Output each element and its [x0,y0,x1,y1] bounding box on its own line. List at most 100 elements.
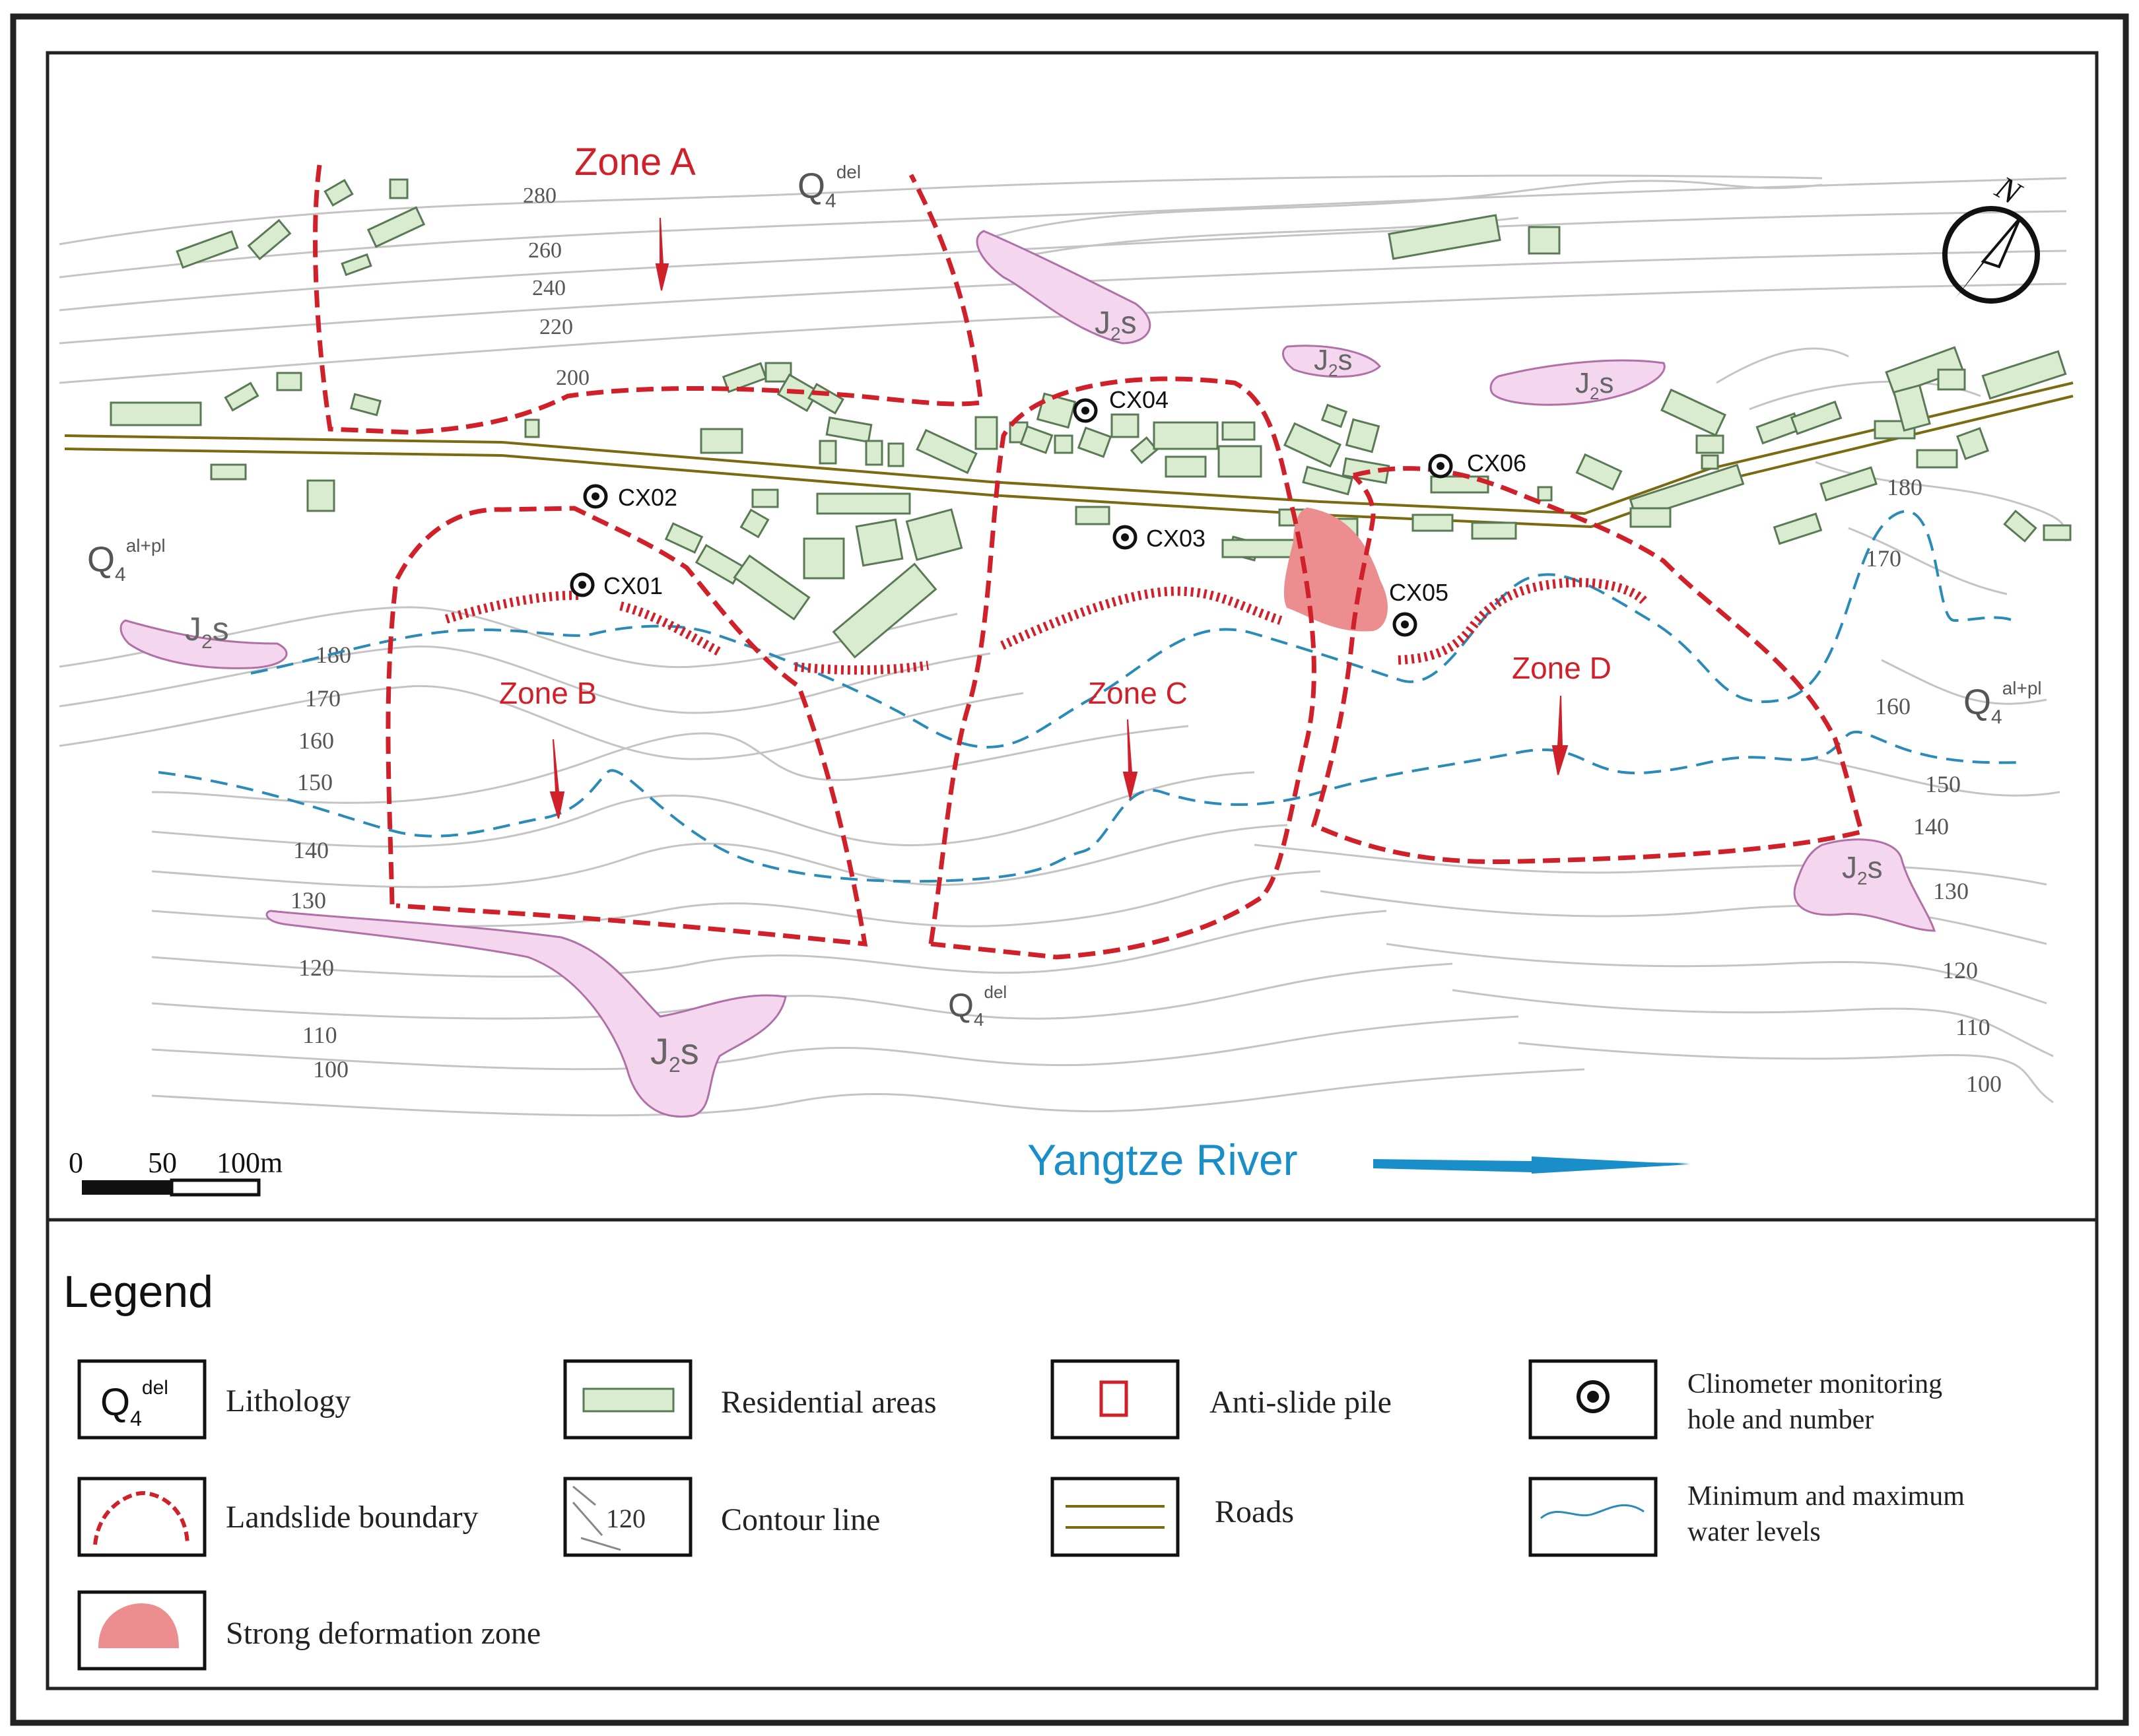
building [1701,454,1719,470]
zone-d-boundary [1310,466,1865,865]
zone-c-label: Zone C [1088,676,1188,710]
anti-slide-pile-row [444,590,582,624]
j2s-labels: J2s J2s J2s J2s J2s J2s [185,306,1883,1077]
building [1130,436,1159,464]
legend-boundary-sample [93,1490,189,1545]
legend-title: Legend [63,1267,213,1317]
compass-label: N [1989,168,2029,213]
building [807,383,844,415]
building [1537,486,1553,502]
clinometer-hole-cx02: CX02 [583,484,677,511]
building [2003,510,2037,543]
legend-clinometer-label-1: Clinometer monitoring [1687,1369,1942,1399]
building [1054,434,1073,454]
river-label: Yangtze River [1027,1135,1298,1184]
contour-label: 130 [290,887,326,914]
legend-roads-label: Roads [1215,1494,1294,1529]
building [764,362,792,383]
contour-labels-left: 180 170 160 150 140 130 120 110 100 [290,642,351,1083]
zone-a-arrow [655,217,669,291]
clinometer-hole-cx01: CX01 [570,572,663,599]
building [1575,453,1623,491]
max-water-level [250,510,2014,749]
building [1790,400,1843,436]
contour-label: 150 [297,769,333,795]
building [1110,413,1139,438]
contour-label: 150 [1925,771,1961,797]
building [306,479,335,512]
legend-lithology-label: Lithology [226,1384,351,1419]
legend-water-box [1528,1477,1658,1557]
building [816,492,911,515]
anti-slide-pile-row [619,601,722,657]
legend-boundary-box [77,1477,207,1557]
building [855,518,904,567]
building [210,463,247,481]
building [224,382,259,412]
j2s-label: J2s [1314,344,1352,380]
contour-label: 170 [1866,545,1901,572]
building [524,418,540,438]
legend-water-label-2: water levels [1687,1517,1821,1547]
contour-label: 170 [305,685,341,712]
building [1819,466,1878,502]
zone-d-label: Zone D [1512,651,1612,685]
building [1221,421,1256,441]
building [349,393,382,417]
building [887,442,904,467]
hole-label: CX04 [1109,386,1169,413]
contour-label: 130 [1933,878,1969,904]
north-arrow: N [1942,168,2040,304]
building [865,440,883,466]
zone-arrows [549,217,1569,819]
building [176,230,239,269]
zone-a-label: Zone A [574,141,696,184]
q4del-label-bottom: Q4del [948,982,1007,1030]
hole-label: CX02 [618,484,677,511]
j2s-outcrop [119,619,288,669]
building [700,428,743,454]
zone-d-arrow [1551,695,1569,776]
water-levels [158,510,2021,883]
zone-b-boundary [386,506,868,947]
clinometer-holes: CX01 CX02 CX03 CX04 CX05 CX06 [570,386,1526,637]
building [276,372,302,391]
q4del-label-top: Q4del [798,162,861,212]
lithology-labels: Q4del Q4al+pl Q4al+pl Q4del [87,162,2042,1030]
j2s-label: J2s [1842,850,1883,888]
j2s-outcrop [265,910,787,1118]
building [366,206,426,248]
legend-residential-label: Residential areas [721,1385,937,1420]
building [1388,214,1501,260]
zone-c-boundary [928,376,1316,960]
anti-slide-piles [444,578,1647,675]
building [2043,524,2072,541]
building [1981,350,2067,400]
building [389,178,409,199]
building [323,179,354,207]
contour-label: 140 [293,837,329,863]
legend-frame [46,1218,2099,1690]
contour-label: 240 [532,276,566,300]
legend-pile-label: Anti-slide pile [1209,1385,1392,1420]
building [825,416,873,444]
legend-boundary-label: Landslide boundary [226,1500,479,1535]
yangtze-river-label: Yangtze River [1027,1135,1690,1184]
building [803,537,845,580]
contour-label: 160 [298,727,334,754]
legend-lithology-box [77,1359,207,1440]
building [739,508,770,539]
scale-label-end: 100m [217,1147,283,1179]
legend-contour-label: Contour line [721,1502,880,1537]
contour-label: 160 [1875,693,1911,719]
legend-lithology-sample: Q4del [100,1377,168,1430]
outer-frame [10,13,2129,1726]
building [1937,368,1966,391]
scale-label-zero: 0 [69,1147,83,1179]
building [1036,392,1077,429]
clinometer-hole-cx05: CX05 [1389,579,1448,637]
j2s-label: J2s [1575,367,1613,403]
j2s-outcrop [1793,838,1936,932]
building [1075,506,1110,525]
